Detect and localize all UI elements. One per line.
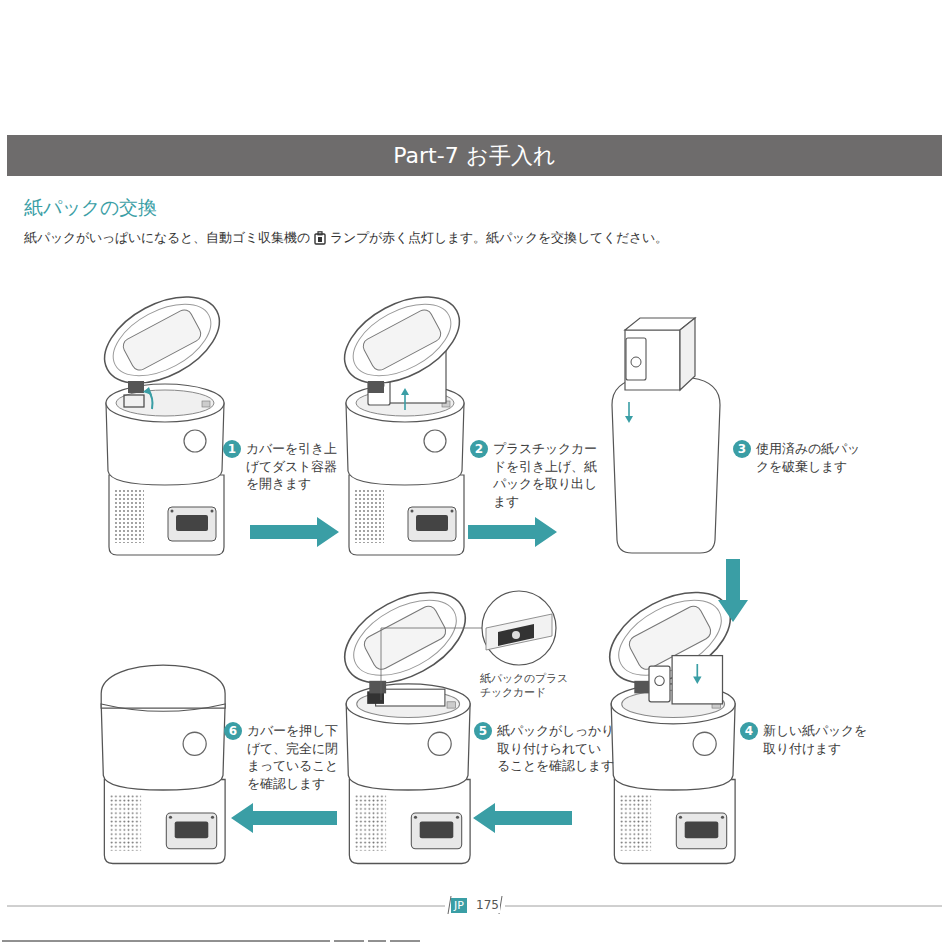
station-open (595, 574, 745, 864)
illustration-part (2, 941, 330, 942)
step-figure: 1カバーを引き上 げてダスト容器 を開きます (100, 285, 247, 556)
illustration-part (381, 628, 482, 700)
illustration-part (628, 402, 630, 418)
illustration-part (649, 666, 670, 702)
illustration-part (7, 906, 445, 907)
illustration-part (346, 684, 470, 724)
step-arrow (231, 803, 337, 833)
section-band-title: Part-7 お手入れ (393, 141, 555, 171)
step-text: 使用済みの紙パッ クを破棄します (756, 440, 865, 475)
step-figure: 3使用済みの紙パッ クを破棄します (560, 310, 745, 556)
footer-rule (2, 896, 942, 941)
illustration-part (696, 664, 698, 679)
illustration-part (318, 237, 322, 242)
callout-number: 6 (224, 722, 242, 740)
illustration-part (390, 941, 420, 942)
illustration-part (346, 403, 464, 555)
illustration-part (106, 403, 224, 555)
step-arrow (468, 517, 557, 547)
header-band: Part-7 お手入れ (7, 135, 942, 176)
illustration-part (505, 906, 942, 907)
illustration-part (334, 941, 364, 942)
intro-text: 紙パックがいっぱいになると、自動ゴミ収集機の (24, 229, 310, 247)
illustration-part (318, 232, 322, 235)
section-heading: 紙パックの交換 (24, 195, 157, 221)
illustration-part (124, 395, 144, 407)
illustration-part (512, 631, 520, 639)
illustration-part (655, 676, 664, 685)
step-callout: 4 新しい紙パックを 取り付けます (740, 722, 872, 757)
callout-number: 1 (223, 440, 241, 458)
illustration-part (404, 393, 406, 410)
intro-sentence: 紙パックがいっぱいになると、自動ゴミ収集機の ランプが赤く点灯します。紙パックを交… (24, 229, 668, 247)
step-figure: 2プラスチックカー ドを引き上げ、紙 パックを取り出し ます (342, 285, 465, 556)
illustration-part (90, 279, 233, 401)
callout-number: 2 (470, 440, 488, 458)
illustration-part (106, 384, 224, 422)
station-open (330, 279, 473, 555)
illustration-part (680, 318, 695, 390)
illustration-part (498, 624, 534, 646)
page-number: 175 (475, 898, 500, 913)
station-open (90, 279, 233, 555)
callout-number: 4 (740, 722, 758, 740)
part-label: 紙パックのプラス チックカード (480, 672, 572, 700)
illustration-part (693, 677, 701, 684)
intro-text: ランプが赤く点灯します。紙パックを交換してください。 (330, 229, 668, 247)
step-callout: 3 使用済みの紙パッ クを破棄します (733, 440, 865, 475)
step-arrow (718, 559, 748, 622)
callout-number: 3 (733, 440, 751, 458)
trash-bin (612, 318, 720, 553)
step-callout: 1 カバーを引き上 げてダスト容器 を開きます (223, 440, 342, 493)
illustration-part (330, 279, 473, 401)
station-closed (101, 665, 225, 863)
illustration-part (315, 234, 325, 244)
step-callout: 5 紙パックがしっかり 取り付けられてい ることを確認します (474, 722, 619, 775)
step-text: プラスチックカー ドを引き上げ、紙 パックを取り出し ます (493, 440, 602, 510)
step-figure: 5紙パックがしっかり 取り付けられてい ることを確認します (340, 568, 470, 868)
illustration-part (625, 330, 680, 390)
illustration-part (672, 656, 722, 704)
language-tag: JP (451, 898, 467, 913)
illustration-part (143, 387, 152, 395)
step-text: カバーを押し下 げて、完全に閉 まっていること を確認します (247, 722, 343, 792)
step-callout: 6 カバーを押し下 げて、完全に閉 まっていること を確認します (224, 722, 343, 792)
illustration-part (612, 378, 720, 553)
station-open (330, 574, 480, 864)
bag-lamp-icon (314, 231, 326, 245)
illustration-part (631, 357, 641, 367)
illustration-part (330, 574, 480, 702)
illustration-part (401, 388, 409, 395)
step-arrow (473, 803, 572, 833)
illustration-part (368, 941, 386, 942)
step-figure: 6カバーを押し下 げて、完全に閉 まっていること を確認します (97, 655, 228, 868)
illustration-part (101, 704, 225, 711)
step-arrow (250, 517, 339, 547)
step-callout: 2 プラスチックカー ドを引き上げ、紙 パックを取り出し ます (470, 440, 602, 510)
step-text: 新しい紙パックを 取り付けます (763, 722, 872, 757)
illustration-part (101, 665, 225, 708)
illustration-part (625, 416, 633, 423)
illustration-part (486, 614, 552, 650)
illustration-part (626, 338, 646, 380)
illustration-part (101, 704, 225, 864)
step-text: カバーを引き上 げてダスト容器 を開きます (246, 440, 342, 493)
illustration-part (482, 591, 556, 665)
callout-number: 5 (474, 722, 492, 740)
illustration-part (346, 704, 470, 864)
step-text: 紙パックがしっかり 取り付けられてい ることを確認します (497, 722, 619, 775)
illustration-part (611, 704, 735, 864)
